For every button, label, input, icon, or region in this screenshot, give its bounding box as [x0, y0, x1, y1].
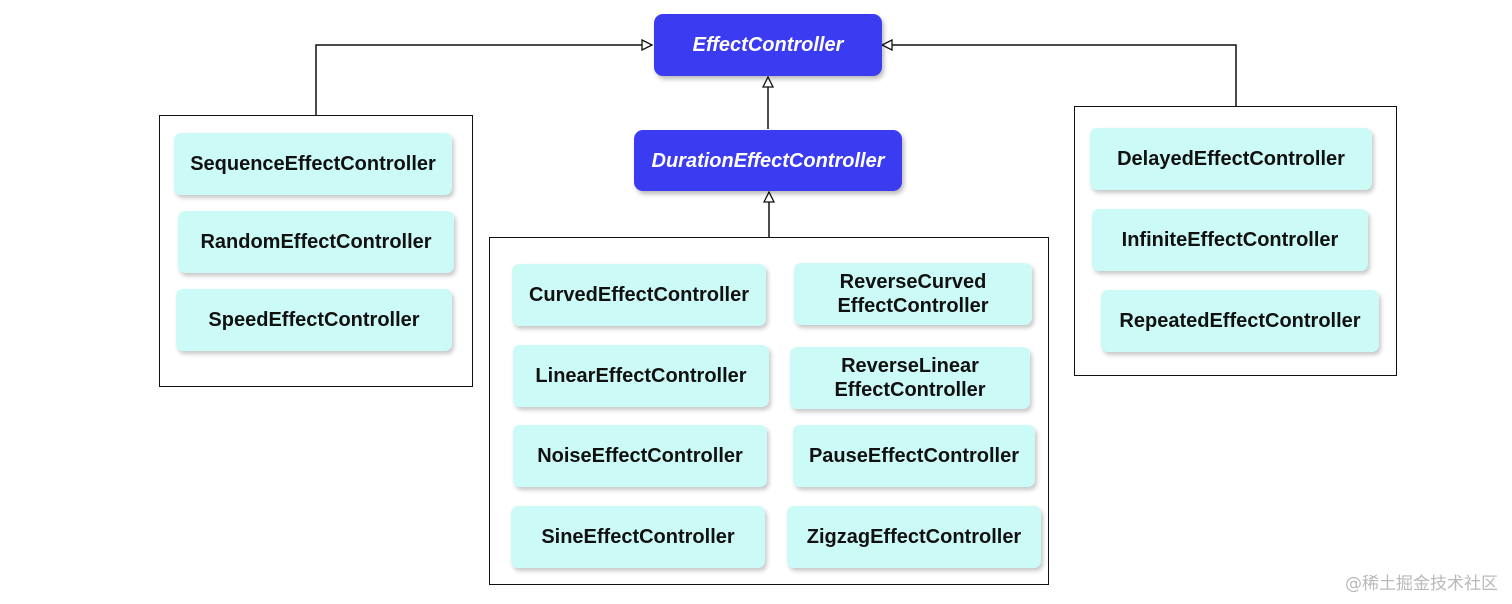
class-label-line-2: EffectController	[834, 379, 986, 401]
repeated-effect-controller-node: RepeatedEffectController	[1101, 290, 1379, 352]
class-label: SequenceEffectController	[190, 153, 436, 175]
class-label-line-2: EffectController	[837, 295, 989, 317]
curved-effect-controller-node: CurvedEffectController	[512, 264, 766, 326]
sequence-effect-controller-node: SequenceEffectController	[174, 133, 452, 195]
left-group-inheritance-arrow	[315, 45, 652, 115]
watermark: @稀土掘金技术社区	[1345, 574, 1498, 594]
linear-effect-controller-node: LinearEffectController	[513, 345, 769, 407]
class-label: RandomEffectController	[200, 231, 432, 253]
pause-effect-controller-node: PauseEffectController	[793, 425, 1035, 487]
delayed-effect-controller-node: DelayedEffectController	[1090, 128, 1372, 190]
class-label: NoiseEffectController	[537, 445, 743, 467]
zigzag-effect-controller-node: ZigzagEffectController	[787, 506, 1041, 568]
class-label: SineEffectController	[541, 526, 735, 548]
reverse-linear-effect-controller-node: ReverseLinear EffectController	[790, 347, 1030, 409]
class-label: InfiniteEffectController	[1121, 229, 1339, 251]
speed-effect-controller-node: SpeedEffectController	[176, 289, 452, 351]
infinite-effect-controller-node: InfiniteEffectController	[1092, 209, 1368, 271]
class-label: ZigzagEffectController	[806, 526, 1022, 548]
random-effect-controller-node: RandomEffectController	[178, 211, 454, 273]
class-label: LinearEffectController	[535, 365, 747, 387]
right-group-inheritance-arrow	[882, 45, 1237, 106]
reverse-curved-effect-controller-node: ReverseCurved EffectController	[794, 263, 1032, 325]
class-label-line-1: ReverseLinear	[841, 355, 979, 377]
effect-controller-node: EffectController	[654, 14, 882, 76]
duration-effect-controller-label: DurationEffectController	[651, 149, 885, 172]
class-label-line-1: ReverseCurved	[839, 271, 987, 293]
class-label: SpeedEffectController	[208, 309, 420, 331]
class-label: PauseEffectController	[808, 445, 1020, 467]
duration-effect-controller-node: DurationEffectController	[634, 130, 902, 191]
effect-controller-label: EffectController	[692, 34, 844, 56]
class-label: DelayedEffectController	[1117, 148, 1345, 170]
class-label: CurvedEffectController	[528, 284, 750, 306]
noise-effect-controller-node: NoiseEffectController	[513, 425, 767, 487]
sine-effect-controller-node: SineEffectController	[511, 506, 765, 568]
class-label: RepeatedEffectController	[1119, 310, 1361, 332]
